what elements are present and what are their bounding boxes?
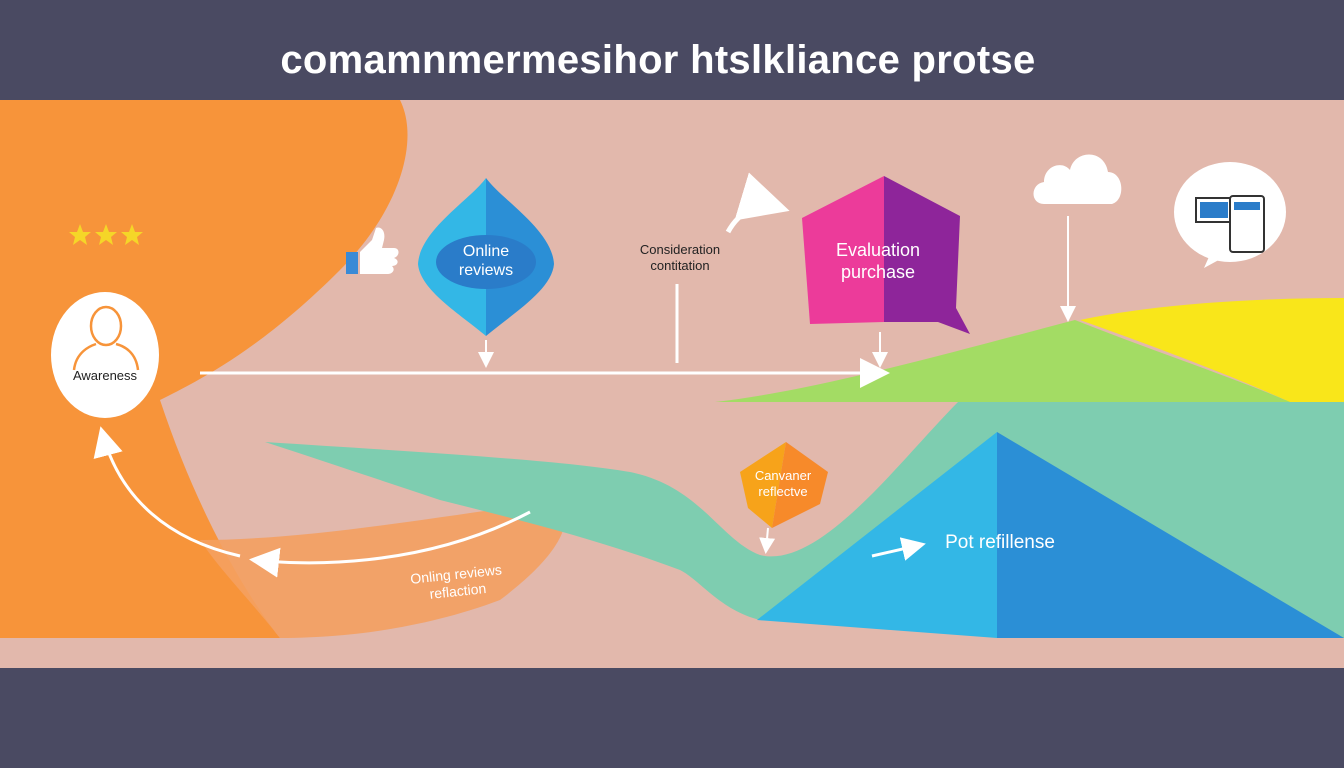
canvas-diamond-left: [740, 442, 786, 528]
canvas-down-arrow: [759, 527, 776, 554]
canvas-diamond-right: [772, 442, 828, 528]
awareness-label: Awareness: [72, 368, 138, 383]
post-right-arrow: [871, 537, 926, 561]
star-icon: [69, 224, 91, 245]
diagram-canvas: Awareness Online reviews Consideration c…: [0, 100, 1344, 668]
online-reviews-line-1: Online: [462, 243, 510, 260]
post-label: Pot refillense: [945, 532, 1055, 553]
curved-arrow-icon: [725, 172, 790, 234]
page-title: comamnmermesihor htslkliance protse: [280, 38, 1036, 82]
star-icon: [121, 224, 143, 245]
thumbs-up-icon: [346, 227, 399, 274]
footer-bar: [0, 668, 1344, 768]
online-reviews-pill: [436, 235, 536, 289]
diagram-art: [0, 100, 1344, 638]
return-curve-arrow: [249, 510, 531, 578]
consideration-line-2: contitation: [650, 257, 710, 273]
canvasser-line-2: reflectve: [758, 483, 808, 499]
evaluation-bubble-left: [802, 176, 884, 324]
consideration-label: Consideration contitation: [618, 242, 742, 273]
evaluation-line-1: Evaluation: [835, 240, 921, 260]
canvasser-line-1: Canvaner: [754, 468, 812, 483]
orange-band-shape: [200, 500, 566, 638]
star-icon: [95, 224, 117, 245]
awareness-circle: [51, 292, 159, 418]
green-hill-shape: [715, 320, 1290, 402]
consideration-line-1: Consideration: [639, 242, 721, 257]
person-icon: [72, 305, 140, 371]
yellow-hill-shape: [1080, 298, 1344, 402]
online-reviews-line-2: reviews: [458, 262, 514, 280]
online-reviews-label: Online reviews: [442, 242, 530, 280]
blue-pyramid-right: [997, 432, 1344, 638]
evaluation-label: Evaluation purchase: [812, 240, 944, 283]
rating-stars: [69, 224, 143, 245]
return-curve-arrow-2: [93, 426, 241, 558]
header-bar: comamnmermesihor htslkliance protse: [0, 0, 1344, 100]
blue-pyramid-left: [757, 432, 997, 638]
evaluation-bubble-right: [884, 176, 970, 334]
devices-icon: [1174, 162, 1286, 268]
cloud-icon: [1033, 154, 1122, 204]
evaluation-line-2: purchase: [840, 261, 916, 282]
canvasser-label: Canvaner reflectve: [742, 468, 824, 499]
